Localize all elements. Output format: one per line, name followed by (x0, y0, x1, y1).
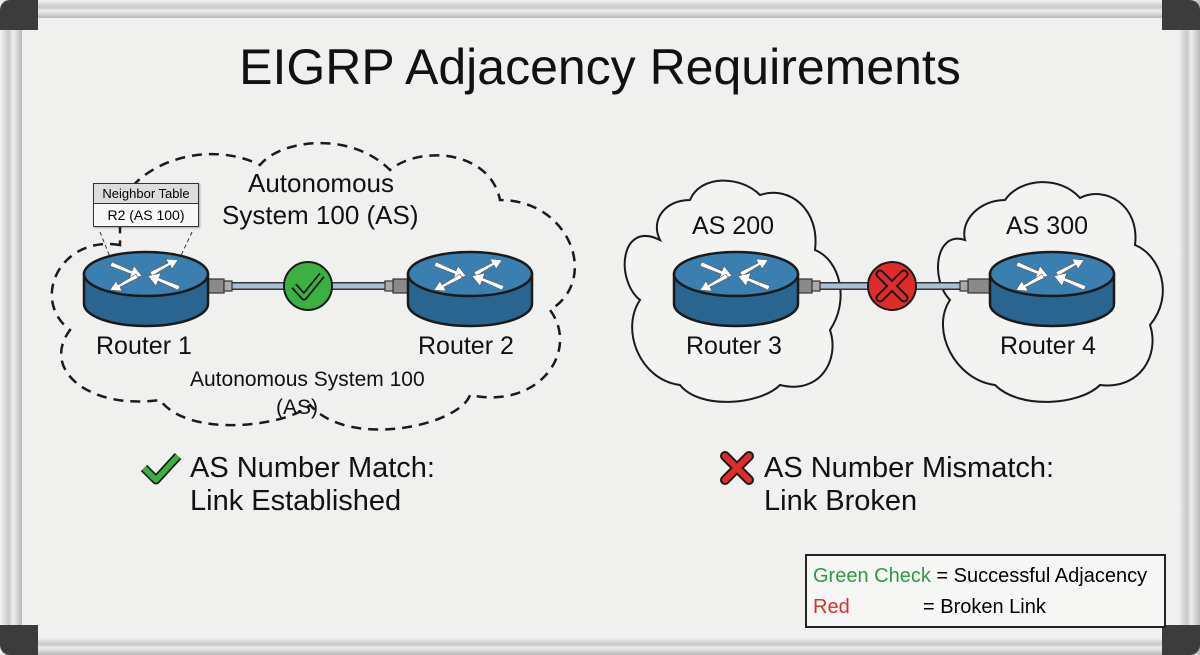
frame-bottom (0, 637, 1200, 655)
match-status: AS Number Match: Link Established (190, 452, 435, 518)
match-status-line1: AS Number Match: (190, 452, 435, 484)
check-icon (140, 452, 182, 485)
router-2-label: Router 2 (418, 332, 514, 360)
mismatch-status: AS Number Mismatch: Link Broken (764, 452, 1054, 518)
as-100-bottom-label-line2: (AS) (276, 396, 318, 419)
legend-row-success: Green Check = Successful Adjacency (813, 565, 1147, 588)
neighbor-table: Neighbor Table R2 (AS 100) (93, 183, 199, 227)
as-100-label-line2: System 100 (AS) (222, 200, 419, 230)
mismatch-status-line2: Link Broken (764, 485, 918, 517)
match-status-line2: Link Established (190, 485, 402, 517)
callout-line (177, 231, 193, 263)
legend-row-broken: Red (813, 596, 850, 619)
router-3-label: Router 3 (686, 332, 782, 360)
frame-corner (0, 625, 38, 655)
frame-right (1178, 0, 1200, 655)
frame-corner (1162, 0, 1200, 30)
cable-connector (959, 278, 993, 294)
x-circle-icon (867, 261, 917, 311)
legend-red-key: Red (813, 596, 850, 618)
frame-corner (0, 0, 38, 30)
router-1-label: Router 1 (96, 332, 192, 360)
as-100-cloud (50, 141, 577, 431)
frame-top (0, 0, 1200, 18)
diagram-title: EIGRP Adjacency Requirements (239, 39, 961, 95)
as-300-label: AS 300 (1006, 212, 1089, 240)
callout-line (99, 231, 113, 263)
x-icon (720, 451, 754, 485)
router-2-icon (406, 250, 534, 328)
neighbor-table-entry: R2 (AS 100) (107, 207, 185, 223)
legend-red-value: = Broken Link (923, 596, 1046, 618)
legend-green-key: Green Check (813, 565, 931, 587)
router-4-label: Router 4 (1000, 332, 1096, 360)
router-3-icon (672, 250, 800, 328)
as-100-label-line1: Autonomous (248, 168, 394, 198)
neighbor-table-header: Neighbor Table (94, 184, 198, 204)
legend-green-value: = Successful Adjacency (936, 565, 1148, 587)
legend: Green Check = Successful Adjacency Red =… (805, 554, 1166, 628)
mismatch-status-line1: AS Number Mismatch: (764, 452, 1055, 484)
frame-corner (1162, 625, 1200, 655)
as-100-bottom-label-line1: Autonomous System 100 (190, 368, 425, 391)
router-4-icon (988, 250, 1116, 328)
check-circle-icon (283, 261, 333, 311)
as-200-label: AS 200 (692, 212, 775, 240)
frame-left (0, 0, 22, 655)
router-1-icon (82, 250, 210, 328)
